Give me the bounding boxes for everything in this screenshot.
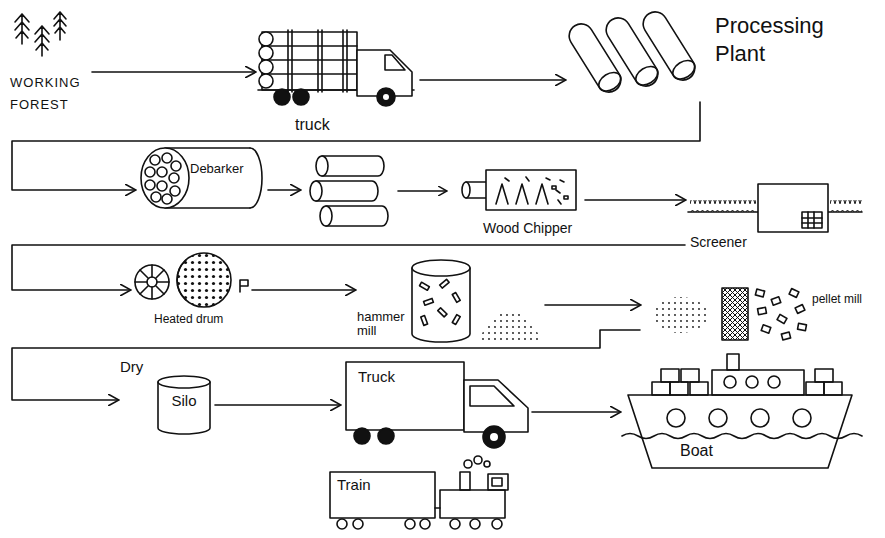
silo-tank	[158, 376, 210, 434]
flow-arrow	[532, 411, 620, 413]
flow-arrow	[12, 330, 640, 400]
stage-label: Dry	[120, 358, 143, 376]
stage-label: Wood Chipper	[483, 220, 572, 237]
heated-drum	[135, 253, 248, 307]
log-truck	[258, 30, 414, 106]
stage-label: Screener	[690, 234, 747, 251]
flow-arrow	[215, 404, 340, 406]
flow-arrow	[12, 245, 685, 290]
stage-label: WORKING FOREST	[10, 72, 90, 116]
stage-node: Screener	[685, 178, 865, 255]
stage-node: hammer mill	[355, 258, 545, 344]
train-engine	[330, 456, 508, 529]
screener-machine	[688, 184, 862, 232]
stage-node: truck	[255, 25, 420, 137]
tree-icons	[15, 12, 66, 56]
stage-node: Boat	[620, 350, 860, 470]
flow-arrow	[252, 289, 355, 291]
wood-chipper	[462, 170, 576, 210]
box-truck	[346, 362, 528, 448]
debarked-logs	[310, 156, 446, 226]
stage-node: Heated drum	[130, 250, 252, 330]
flow-arrow	[268, 189, 300, 191]
stage-label: pellet mill	[812, 292, 878, 306]
flow-arrow	[12, 102, 700, 190]
stage-label: Processing Plant	[715, 12, 855, 67]
stage-node: DrySilo	[118, 358, 215, 440]
stage-label: Boat	[680, 441, 713, 460]
flow-arrow	[585, 199, 685, 201]
stage-label: Silo	[164, 392, 204, 410]
stage-node: Debarker	[135, 145, 268, 215]
stage-node: pellet mill	[640, 282, 880, 342]
stage-label: Heated drum	[154, 312, 223, 326]
stage-node: Processing Plant	[565, 8, 857, 102]
stage-node: Truck	[340, 356, 532, 452]
flow-arrow	[545, 304, 640, 306]
stage-label: Truck	[358, 368, 395, 386]
stage-label: Debarker	[190, 161, 243, 177]
stage-node: WORKING FOREST	[8, 10, 92, 125]
stage-label: Train	[337, 476, 371, 494]
stage-label: truck	[295, 115, 330, 134]
log-pile	[565, 7, 700, 96]
stage-node: Train	[325, 456, 525, 534]
flow-arrow	[420, 79, 565, 81]
flow-arrow	[92, 71, 255, 73]
pellet-mill	[652, 288, 806, 340]
stage-label: hammer mill	[357, 310, 411, 339]
debarker-drum	[141, 148, 262, 208]
cargo-ship	[622, 354, 862, 468]
stage-node: Wood Chipper	[300, 150, 585, 240]
hammer-mill	[412, 260, 542, 342]
